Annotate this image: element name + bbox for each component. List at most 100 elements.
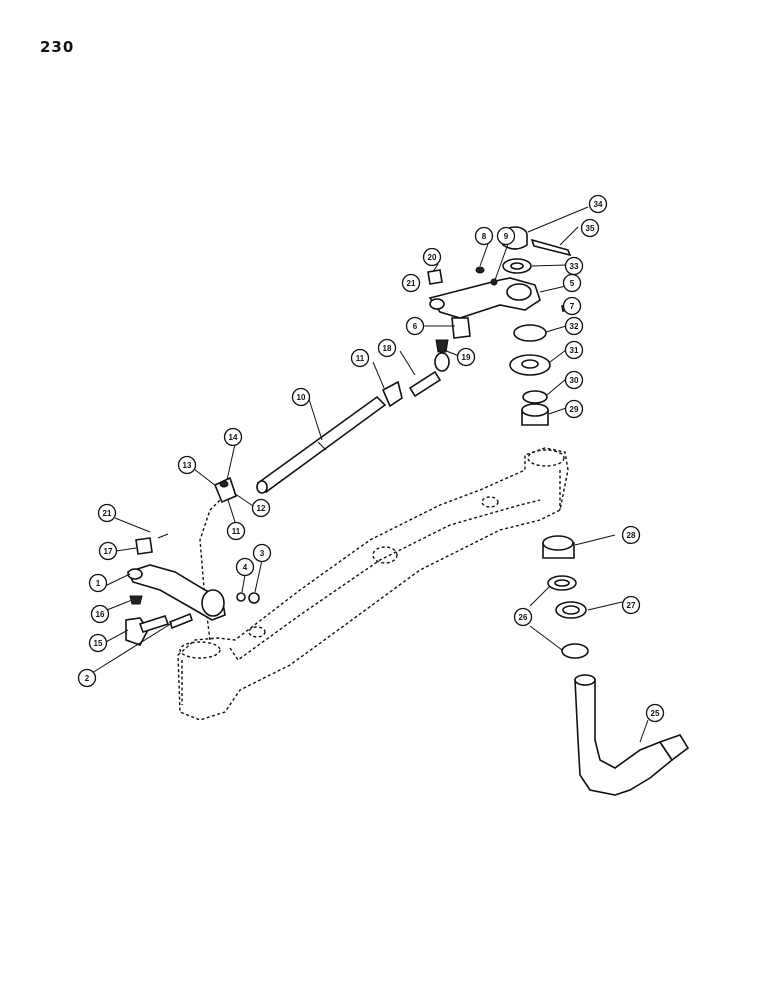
callout-21b: 21 (97, 503, 117, 523)
nut-3 (248, 592, 260, 604)
callout-label: 5 (570, 279, 575, 288)
callout-8: 8 (474, 226, 494, 246)
callout-circle (588, 194, 608, 214)
callout-circle (562, 296, 582, 316)
callout-label: 4 (243, 563, 248, 572)
callout-circle (350, 348, 370, 368)
pin-21-left (157, 533, 169, 539)
callout-14: 14 (223, 427, 243, 447)
callout-circle (235, 557, 255, 577)
callout-circle (564, 256, 584, 276)
callout-circle (252, 543, 272, 563)
callout-15: 15 (88, 633, 108, 653)
callout-circle (223, 427, 243, 447)
thrust-washer-31 (509, 354, 551, 376)
callout-label: 11 (232, 527, 241, 536)
callout-label: 9 (504, 232, 509, 241)
steering-arm-left (125, 564, 226, 646)
callout-label: 14 (229, 433, 238, 442)
bearing-29 (521, 403, 549, 426)
callout-label: 1 (96, 579, 101, 588)
callout-10: 10 (291, 387, 311, 407)
grease-fitting-9 (490, 278, 498, 286)
callout-circle (564, 340, 584, 360)
callout-label: 32 (570, 322, 579, 331)
callout-circle (90, 604, 110, 624)
callout-label: 33 (570, 262, 579, 271)
callout-circle (422, 247, 442, 267)
callout-label: 16 (96, 610, 105, 619)
callout-circle (251, 498, 271, 518)
callout-1: 1 (88, 573, 108, 593)
callout-circle (474, 226, 494, 246)
bearing-28 (542, 535, 575, 559)
callout-13: 13 (177, 455, 197, 475)
seal-30 (522, 390, 548, 404)
thrust-bearing-27 (555, 601, 587, 619)
callout-circle (98, 541, 118, 561)
callout-4: 4 (235, 557, 255, 577)
callout-circle (97, 503, 117, 523)
callout-label: 13 (183, 461, 192, 470)
callout-7: 7 (562, 296, 582, 316)
callout-34: 34 (588, 194, 608, 214)
callout-26: 26 (513, 607, 533, 627)
callout-28: 28 (621, 525, 641, 545)
callout-circle (401, 273, 421, 293)
callout-label: 31 (570, 346, 579, 355)
callout-31: 31 (564, 340, 584, 360)
washer-33 (502, 258, 532, 274)
steering-arm-right (428, 277, 574, 339)
callout-label: 29 (570, 405, 579, 414)
callout-circle (456, 347, 476, 367)
callout-label: 12 (257, 504, 266, 513)
callout-label: 34 (594, 200, 603, 209)
callout-label: 26 (519, 613, 528, 622)
callout-label: 19 (462, 353, 471, 362)
callout-circle (645, 703, 665, 723)
callout-circle (77, 668, 97, 688)
seal-32 (513, 324, 547, 342)
spindle-25 (574, 674, 690, 796)
callout-11a: 11 (350, 348, 370, 368)
callout-35: 35 (580, 218, 600, 238)
callout-circle (496, 226, 516, 246)
callout-circle (564, 399, 584, 419)
seal-26-upper (547, 575, 577, 591)
callout-label: 15 (94, 639, 103, 648)
callout-17: 17 (98, 541, 118, 561)
callout-circle (377, 338, 397, 358)
callout-label: 30 (570, 376, 579, 385)
callout-label: 18 (383, 344, 392, 353)
callout-12: 12 (251, 498, 271, 518)
nut-17 (135, 537, 153, 555)
axle-beam-outline (177, 447, 569, 721)
callout-label: 21 (103, 509, 112, 518)
bolt-2 (169, 612, 193, 630)
callout-circle (621, 595, 641, 615)
callout-label: 35 (586, 224, 595, 233)
callout-18: 18 (377, 338, 397, 358)
callout-circle (621, 525, 641, 545)
callout-circle (564, 316, 584, 336)
callout-32: 32 (564, 316, 584, 336)
nut-20 (427, 269, 443, 285)
callout-3: 3 (252, 543, 272, 563)
callout-11b: 11 (226, 521, 246, 541)
callout-label: 25 (651, 709, 660, 718)
callout-20: 20 (422, 247, 442, 267)
callout-circle (580, 218, 600, 238)
callout-9: 9 (496, 226, 516, 246)
callout-label: 6 (413, 322, 418, 331)
callout-25: 25 (645, 703, 665, 723)
callout-label: 27 (627, 601, 636, 610)
callout-16: 16 (90, 604, 110, 624)
callout-label: 8 (482, 232, 487, 241)
callout-circle (405, 316, 425, 336)
callout-label: 21 (407, 279, 416, 288)
callout-27: 27 (621, 595, 641, 615)
callout-29: 29 (564, 399, 584, 419)
leader-lines (91, 206, 649, 743)
